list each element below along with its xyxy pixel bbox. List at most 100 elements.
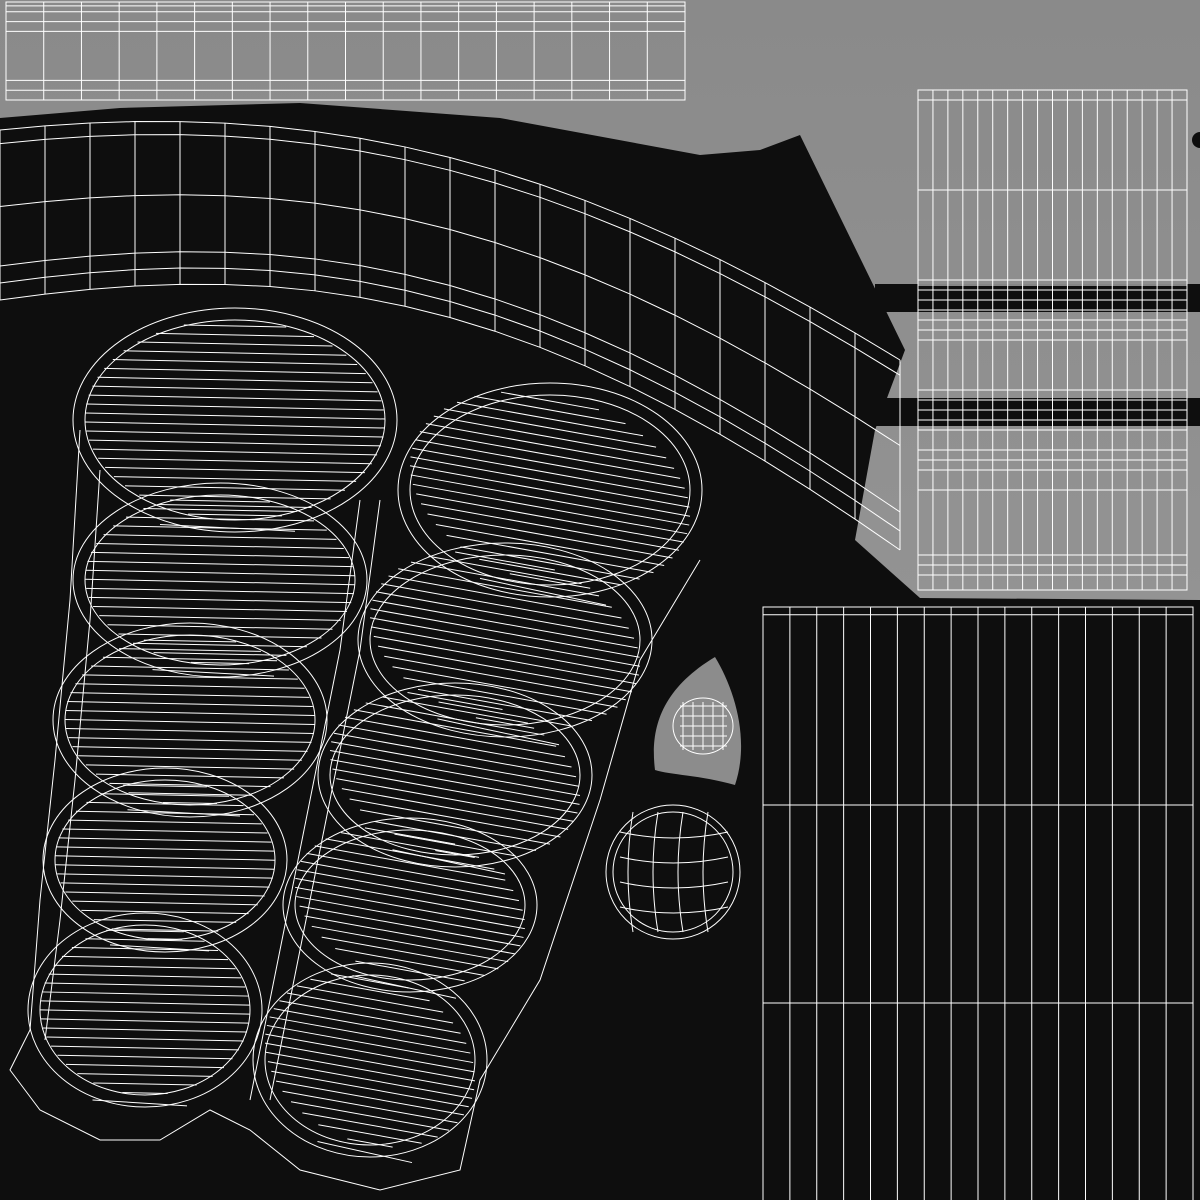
- pad-hatch-line: [55, 855, 275, 861]
- pad-hatch-line: [382, 696, 528, 724]
- pad-hatch-line: [275, 1080, 465, 1116]
- pad-hatch-line: [372, 599, 638, 649]
- pad-outer-loop: [282, 817, 538, 993]
- pad-hatch-line: [75, 683, 305, 689]
- pad-hatch-line: [163, 801, 217, 805]
- pad-hatch-line: [295, 886, 525, 930]
- pad-hatch-line: [407, 691, 503, 711]
- pad-hatch-line: [109, 782, 271, 788]
- pad-outer-loop: [252, 962, 488, 1158]
- pad-hatch-line: [147, 938, 183, 940]
- pad-hatch-line: [78, 755, 302, 761]
- pad-hatch-line: [61, 955, 229, 961]
- pad-hatch-line: [107, 624, 333, 630]
- pad-hatch-line: [88, 394, 382, 402]
- pad-hatch-line: [92, 385, 378, 393]
- pad-hatch-line: [66, 728, 314, 734]
- pad-island: [42, 767, 288, 953]
- pad-hatch-line: [75, 810, 255, 816]
- pad-hatch-line: [310, 978, 430, 1002]
- pad-hatch-line: [306, 852, 514, 892]
- pad-seam: [152, 669, 275, 677]
- leaf-island-fill: [653, 657, 742, 785]
- pad-hatch-line: [369, 617, 641, 667]
- pad-hatch-line: [89, 439, 381, 447]
- pad-hatch-line: [58, 837, 272, 843]
- pad-hatch-line: [158, 503, 312, 509]
- pad-hatch-line: [330, 759, 580, 805]
- pad-hatch-line: [65, 719, 315, 725]
- pad-island: [252, 962, 488, 1164]
- sphere-line: [702, 811, 709, 933]
- pad-hatch-line: [338, 724, 572, 768]
- pad-hatch-line: [99, 615, 341, 621]
- pad-hatch-line: [57, 873, 273, 879]
- pad-hatch-line: [336, 778, 574, 822]
- pad-hatch-line: [81, 909, 249, 915]
- pad-hatch-line: [54, 964, 236, 970]
- pad-hatch-line: [349, 798, 561, 838]
- pad-hatch-line: [92, 448, 378, 456]
- pad-seam: [437, 718, 560, 746]
- pad-hatch-line: [375, 591, 635, 639]
- pad-hatch-line: [311, 925, 509, 963]
- pad-hatch-line: [460, 546, 640, 580]
- pad-hatch-line: [378, 645, 632, 693]
- pad-hatch-line: [381, 583, 629, 629]
- pad-hatch-line: [170, 499, 270, 503]
- pad-island: [52, 622, 328, 818]
- pad-hatch-line: [70, 692, 310, 698]
- pad-hatch-line: [68, 819, 262, 825]
- sphere-line: [652, 811, 659, 933]
- pad-hatch-line: [271, 1070, 469, 1108]
- pad-hatch-line: [111, 928, 219, 932]
- pad-hatch-line: [474, 395, 626, 425]
- pad-hatch-line: [475, 717, 535, 729]
- pad-hatch-line: [425, 423, 675, 469]
- pad-hatch-line: [137, 341, 333, 347]
- pad-hatch-line: [41, 991, 249, 997]
- pad-hatch-line: [417, 688, 593, 722]
- pad-hatch-line: [95, 773, 285, 779]
- pad-inner-loop: [329, 694, 581, 856]
- pad-outer-loop: [397, 382, 703, 598]
- sphere-island: [605, 804, 741, 940]
- pad-hatch-line: [68, 737, 312, 743]
- pad-hatch-line: [183, 324, 287, 328]
- pad-hatch-line: [410, 456, 690, 508]
- pad-hatch-line: [433, 415, 667, 459]
- pad-hatch-line: [188, 513, 282, 517]
- pad-hatch-line: [509, 573, 591, 589]
- pad-outer-loop: [317, 682, 593, 868]
- pad-island: [72, 482, 368, 678]
- pad-hatch-line: [123, 350, 347, 356]
- pad-hatch-line: [106, 929, 184, 933]
- pad-hatch-line: [56, 846, 274, 852]
- pad-hatch-line: [321, 936, 499, 970]
- pad-outer-loop: [72, 307, 398, 533]
- pad-hatch-line: [40, 1018, 250, 1024]
- pad-hatch-line: [299, 905, 521, 947]
- sphere-loop: [612, 811, 734, 933]
- pad-hatch-line: [85, 421, 385, 429]
- pad-hatch-line: [93, 605, 347, 613]
- pad-inner-loop: [84, 494, 356, 666]
- pad-island: [72, 307, 398, 533]
- pad-hatch-line: [331, 741, 579, 787]
- pad-hatch-line: [300, 860, 520, 902]
- pad-hatch-line: [267, 1061, 473, 1099]
- pad-hatch-line: [398, 568, 612, 608]
- pad-hatch-line: [290, 1101, 450, 1131]
- pad-hatch-line: [500, 391, 600, 411]
- pad-outer-loop: [72, 482, 368, 678]
- pad-hatch-line: [67, 701, 313, 707]
- pad-hatch-line: [340, 832, 480, 858]
- island-outline: [9, 429, 701, 1191]
- pad-hatch-line: [269, 1016, 471, 1054]
- edge-island-fill: [1192, 132, 1200, 148]
- pad-hatch-line: [105, 466, 365, 474]
- pad-island: [282, 817, 538, 999]
- pad-hatch-line: [359, 809, 551, 845]
